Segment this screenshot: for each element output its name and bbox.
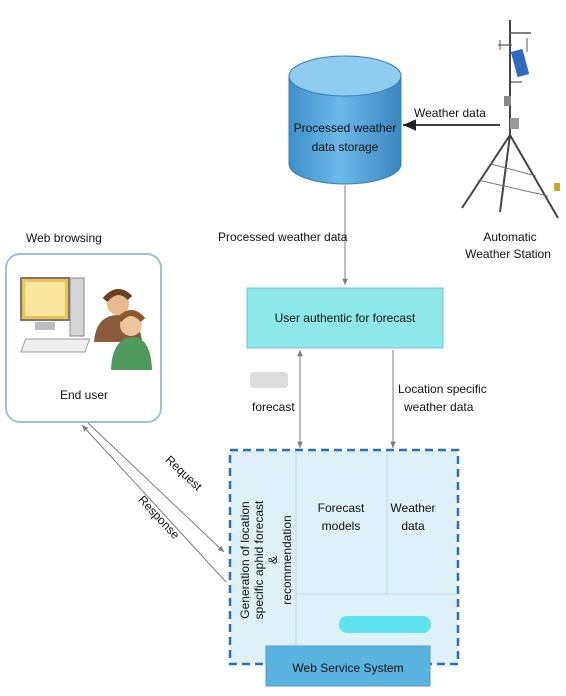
weather-station-icon [461, 20, 560, 219]
web-service-system: Web Service System Generation of locatio… [228, 448, 460, 687]
weather-data-line1: Weather [390, 501, 435, 515]
edge-forecast-label: forecast [252, 400, 295, 414]
edge-weather-data: Weather data [403, 106, 500, 131]
edge-location-specific-line1: Location specific [398, 382, 487, 396]
edge-location-specific: Location specific weather data [390, 350, 487, 448]
edge-response-label: Response [135, 493, 182, 542]
generation-line1: Generation of location [238, 501, 252, 618]
web-service-label-box [265, 645, 431, 687]
web-browsing-caption: Web browsing [26, 231, 102, 245]
edge-request: Request [87, 422, 225, 553]
station-label-line2: Weather Station [465, 247, 551, 261]
edge-processed-weather-data: Processed weather data [218, 185, 348, 285]
storage-label-line1: Processed weather [294, 121, 397, 135]
weather-data-line2: data [401, 519, 425, 533]
generation-line3: & [266, 556, 280, 564]
generation-line2: specific aphid forecast [252, 500, 266, 619]
processed-weather-data-storage: Processed weather data storage [288, 55, 402, 185]
end-user-label: End user [60, 388, 108, 402]
redacted-blur-mark [250, 372, 288, 388]
web-service-label: Web Service System [292, 661, 403, 675]
forecast-models-line1: Forecast [318, 501, 365, 515]
station-label-line1: Automatic [483, 230, 536, 244]
edge-request-label: Request [163, 453, 206, 494]
edge-forecast: forecast [250, 350, 303, 448]
computer-user-icon [20, 277, 152, 370]
storage-label-line2: data storage [312, 140, 379, 154]
edge-processed-weather-data-label: Processed weather data [218, 230, 348, 244]
redacted-blur-bar [339, 616, 431, 633]
generation-vertical-text: Generation of location specific aphid fo… [238, 500, 294, 619]
user-auth-box: User authentic for forecast [246, 287, 444, 349]
forecast-models-line2: models [322, 519, 361, 533]
user-auth-label: User authentic for forecast [275, 311, 416, 325]
generation-line4: recommendation [280, 515, 294, 604]
edge-response: Response [81, 424, 227, 583]
edge-weather-data-label: Weather data [414, 106, 486, 120]
edge-location-specific-line2: weather data [403, 400, 474, 414]
